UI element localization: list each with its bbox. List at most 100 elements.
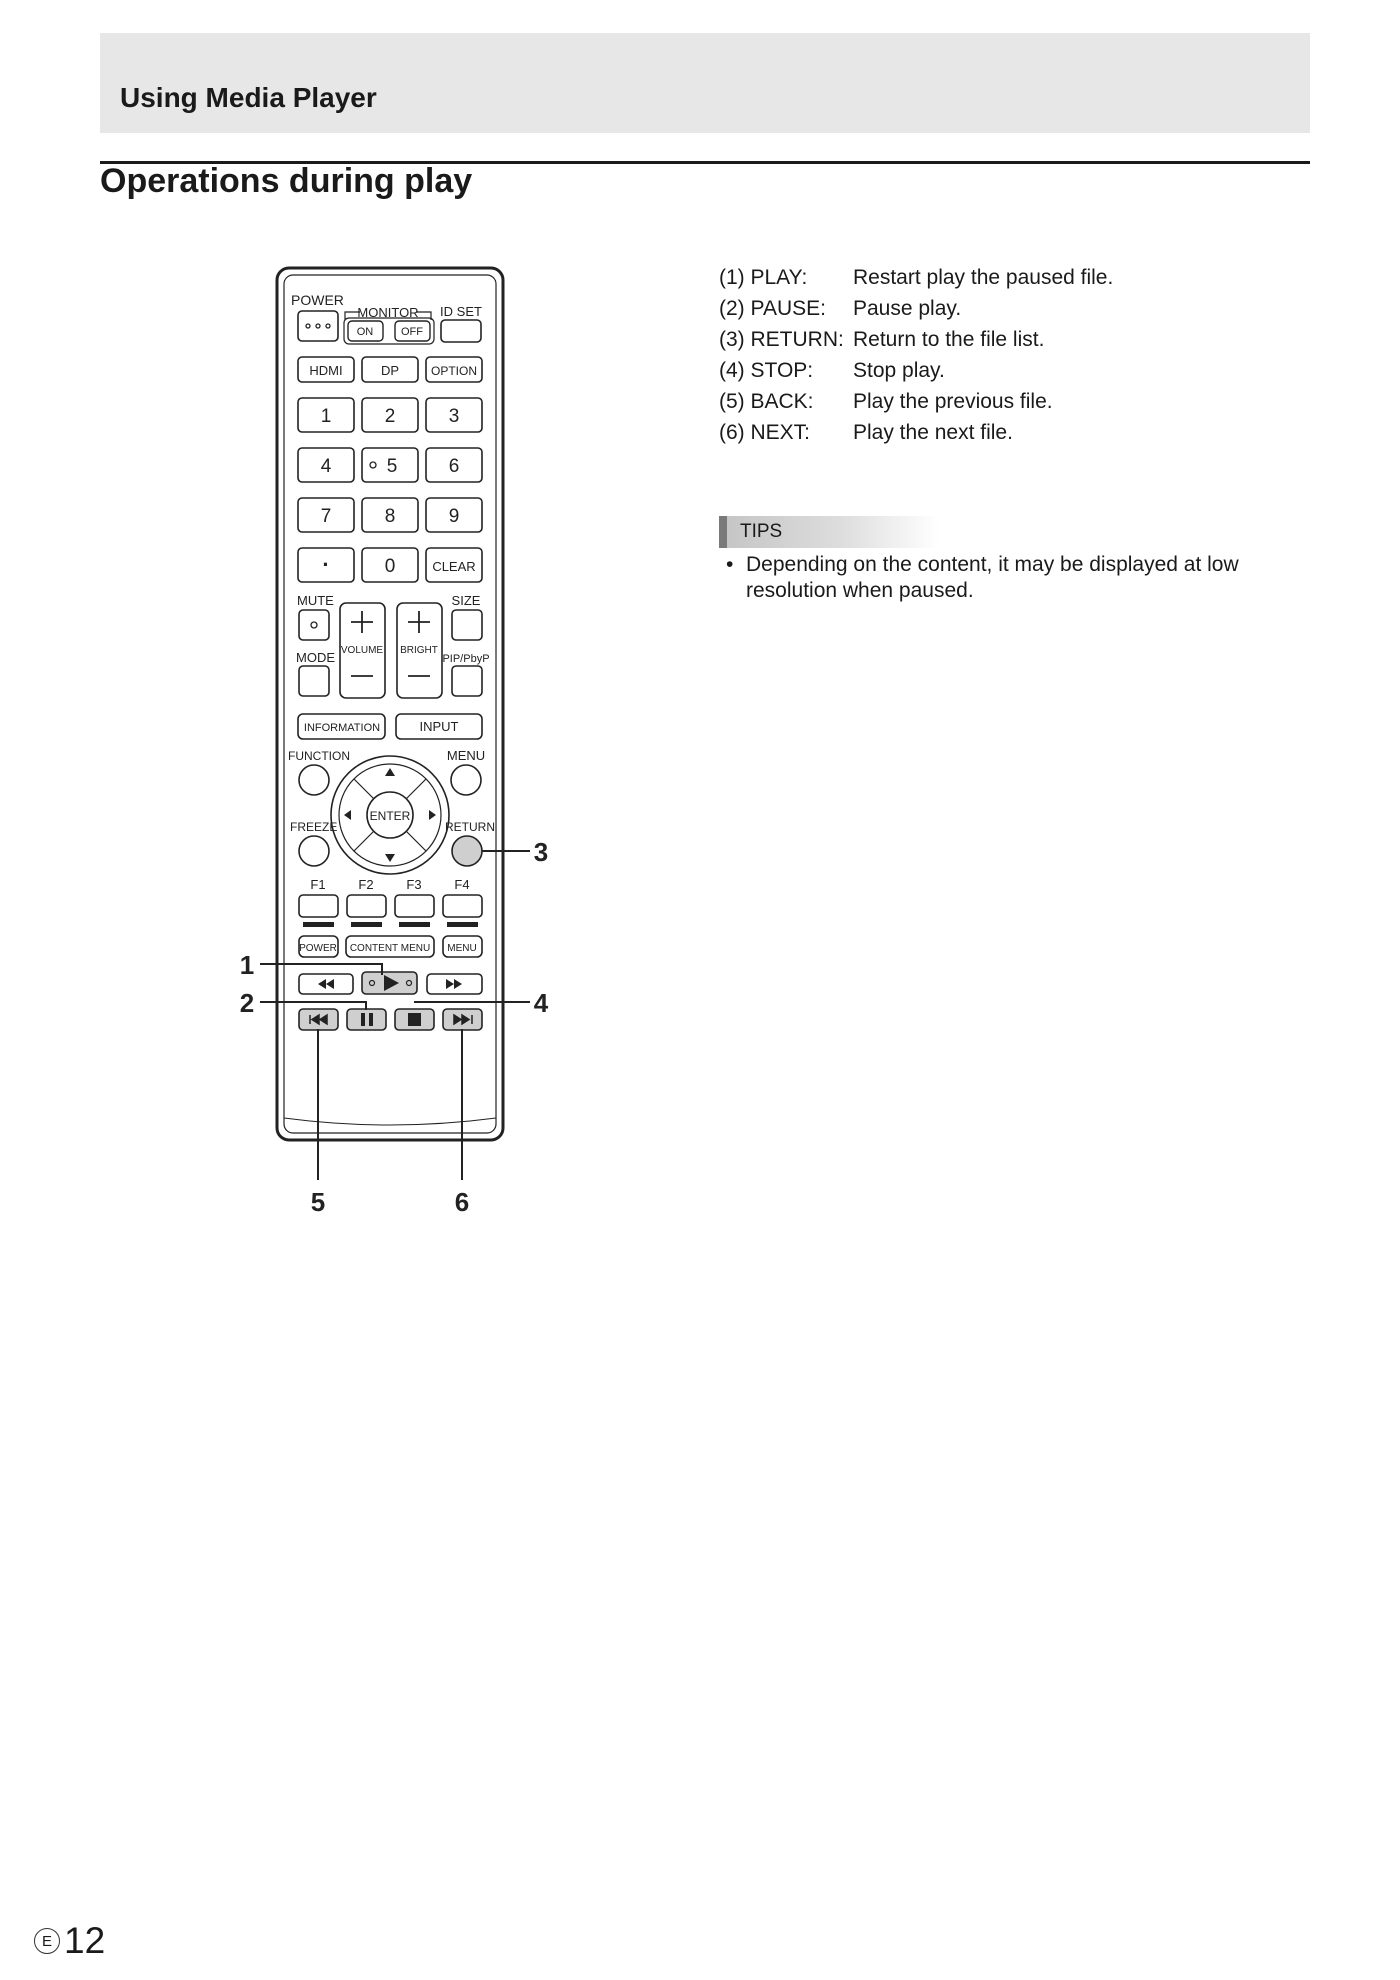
remote-key-8-label: 8 bbox=[385, 506, 396, 527]
page-number: E 12 bbox=[34, 1920, 105, 1962]
operation-desc: Pause play. bbox=[853, 297, 962, 320]
remote-option-button bbox=[425, 356, 483, 383]
remote-key-dot bbox=[297, 547, 355, 583]
operation-desc: Play the next file. bbox=[853, 421, 1013, 444]
remote-key-8 bbox=[361, 497, 419, 533]
remote-key-7 bbox=[297, 497, 355, 533]
remote-enter-label: ENTER bbox=[370, 809, 411, 823]
remote-rewind-button bbox=[298, 973, 354, 995]
remote-f2-button bbox=[346, 894, 387, 918]
remote-key-9-label: 9 bbox=[449, 506, 460, 527]
remote-hdmi-button bbox=[297, 356, 355, 383]
tips-label: TIPS bbox=[740, 521, 783, 542]
tactile-dot-icon bbox=[310, 621, 318, 629]
remote-media-power-label: POWER bbox=[299, 943, 337, 954]
rewind-icon bbox=[318, 979, 334, 989]
remote-key-dot-label: · bbox=[322, 552, 329, 577]
page-title: Operations during play bbox=[100, 162, 473, 200]
dpad-up-icon bbox=[385, 768, 395, 776]
dpad-left-icon bbox=[344, 810, 351, 820]
remote-monitor-on-button bbox=[347, 320, 384, 342]
remote-key-3 bbox=[425, 397, 483, 433]
remote-menu-label: MENU bbox=[447, 748, 485, 763]
list-item: (2) PAUSE: Pause play. bbox=[719, 293, 1113, 324]
remote-volume-rocker bbox=[339, 602, 386, 699]
remote-f1-button bbox=[298, 894, 339, 918]
remote-return-button bbox=[451, 835, 483, 867]
remote-input-label: INPUT bbox=[420, 719, 459, 734]
remote-bottom-contour bbox=[283, 1117, 497, 1126]
remote-key-4 bbox=[297, 447, 355, 483]
region-badge-icon: E bbox=[34, 1928, 60, 1954]
title-rule bbox=[100, 161, 1310, 164]
tips-marker bbox=[719, 516, 727, 548]
remote-key-0-label: 0 bbox=[385, 556, 396, 577]
remote-on-label: ON bbox=[357, 326, 374, 338]
page-number-digits: 12 bbox=[64, 1920, 106, 1961]
tips-header: TIPS bbox=[719, 516, 939, 548]
remote-key-3-label: 3 bbox=[449, 406, 460, 427]
remote-key-6-label: 6 bbox=[449, 456, 460, 477]
remote-power-button bbox=[297, 310, 339, 342]
remote-dpad-inner-ring bbox=[338, 763, 442, 867]
remote-key-2 bbox=[361, 397, 419, 433]
callout-number-5: 5 bbox=[311, 1187, 325, 1217]
skip-back-icon bbox=[309, 1013, 328, 1026]
remote-fast-forward-button bbox=[426, 973, 483, 995]
remote-freeze-button bbox=[298, 835, 330, 867]
remote-f1-label: F1 bbox=[310, 877, 325, 892]
remote-size-button bbox=[451, 609, 483, 641]
remote-enter-button bbox=[366, 791, 414, 839]
remote-control-illustration: POWER MONITOR ON OFF ID SET HDMI DP OPTI… bbox=[240, 266, 549, 1217]
operation-desc: Restart play the paused file. bbox=[853, 266, 1114, 289]
bullet-icon: • bbox=[726, 553, 734, 576]
operation-key: (3) RETURN: bbox=[719, 328, 844, 351]
remote-dp-label: DP bbox=[381, 363, 399, 378]
play-icon bbox=[384, 975, 399, 991]
callout-number-6: 6 bbox=[455, 1187, 469, 1217]
remote-function-button bbox=[298, 764, 330, 796]
remote-key-clear-label: CLEAR bbox=[432, 559, 475, 574]
remote-return-label: RETURN bbox=[445, 820, 495, 834]
section-header-band bbox=[100, 33, 1310, 133]
remote-volume-label: VOLUME bbox=[341, 645, 384, 656]
remote-information-label: INFORMATION bbox=[304, 722, 380, 734]
callout-line-2 bbox=[260, 1001, 367, 1010]
remote-dpad-ring bbox=[330, 755, 450, 875]
callout-line-1 bbox=[260, 963, 383, 975]
remote-idset-label: ID SET bbox=[440, 304, 482, 319]
remote-function-label: FUNCTION bbox=[288, 749, 350, 763]
remote-monitor-label: MONITOR bbox=[357, 305, 418, 320]
remote-f2-label: F2 bbox=[358, 877, 373, 892]
remote-f4-label: F4 bbox=[454, 877, 469, 892]
remote-mute-label: MUTE bbox=[297, 593, 334, 608]
remote-freeze-label: FREEZE bbox=[290, 820, 337, 834]
callout-number-1: 1 bbox=[240, 950, 254, 980]
remote-hdmi-label: HDMI bbox=[309, 363, 342, 378]
power-dot-icon bbox=[325, 323, 331, 329]
remote-media-menu-button bbox=[442, 935, 483, 958]
remote-idset-button bbox=[440, 319, 482, 343]
remote-key-9 bbox=[425, 497, 483, 533]
power-dot-icon bbox=[315, 323, 321, 329]
remote-dp-button bbox=[361, 356, 419, 383]
callout-number-3: 3 bbox=[534, 837, 548, 867]
remote-body-outer bbox=[275, 266, 505, 1142]
remote-menu-button bbox=[450, 764, 482, 796]
remote-content-menu-label: CONTENT MENU bbox=[350, 943, 430, 954]
remote-size-label: SIZE bbox=[452, 593, 481, 608]
tactile-dot-icon bbox=[368, 979, 376, 987]
remote-pip-button bbox=[451, 665, 483, 697]
remote-key-7-label: 7 bbox=[321, 506, 332, 527]
f-key-color-bar bbox=[399, 922, 430, 927]
remote-mode-label: MODE bbox=[296, 650, 335, 665]
operation-key: (2) PAUSE: bbox=[719, 297, 826, 320]
operation-key: (4) STOP: bbox=[719, 359, 814, 382]
remote-bright-rocker bbox=[396, 602, 443, 699]
remote-mode-button bbox=[298, 665, 330, 697]
remote-information-button bbox=[297, 713, 386, 740]
tactile-dot-icon bbox=[405, 979, 413, 987]
stop-icon bbox=[408, 1013, 421, 1026]
f-key-color-bar bbox=[303, 922, 334, 927]
remote-key-2-label: 2 bbox=[385, 406, 396, 427]
